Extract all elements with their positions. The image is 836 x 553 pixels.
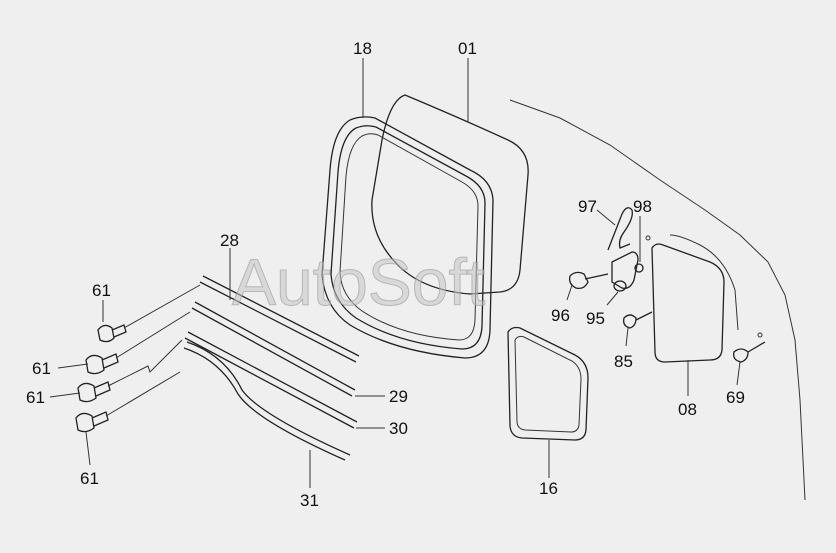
- latch-bolt-98: [634, 263, 644, 273]
- leader-61d: [85, 431, 91, 466]
- rod-30: [184, 331, 358, 429]
- rod-29: [191, 301, 356, 397]
- leader-61d-31: [105, 371, 181, 417]
- plug-85: [622, 311, 653, 329]
- watermark: AutoSoft: [232, 245, 485, 319]
- label-30: 30: [389, 419, 408, 438]
- leader-61c: [49, 392, 81, 398]
- rod-31: [183, 341, 351, 461]
- label-08: 08: [678, 400, 697, 419]
- dot-69-hole: [757, 332, 763, 338]
- window-seal-18-innermost: [339, 133, 479, 341]
- leader-61b: [57, 363, 89, 369]
- label-97: 97: [578, 197, 597, 216]
- label-29: 29: [389, 387, 408, 406]
- dot-98-hole: [645, 235, 651, 241]
- leader-61b-29: [115, 311, 191, 359]
- leader-85: [625, 327, 629, 347]
- label-01: 01: [458, 39, 477, 58]
- small-window-seal-16: [507, 326, 589, 441]
- side-glass-08: [651, 243, 725, 363]
- leader-61a-28: [123, 284, 201, 329]
- label-31: 31: [300, 491, 319, 510]
- label-61-a: 61: [92, 281, 111, 300]
- latch-knob-95: [613, 280, 627, 292]
- window-glass-01: [371, 94, 529, 295]
- label-95: 95: [586, 309, 605, 328]
- label-16: 16: [539, 479, 558, 498]
- label-85: 85: [614, 352, 633, 371]
- label-18: 18: [353, 39, 372, 58]
- leader-97: [596, 209, 616, 226]
- leader-95: [606, 291, 619, 306]
- window-seal-18-inner: [330, 125, 486, 350]
- screw-61-b: [85, 353, 119, 375]
- label-98: 98: [633, 197, 652, 216]
- label-28: 28: [220, 231, 239, 250]
- cab-outline: [509, 99, 806, 501]
- window-seal-18-outer: [321, 116, 494, 359]
- latch-spring-97: [607, 207, 633, 251]
- leader-61c-30: [107, 339, 183, 387]
- leader-69: [736, 361, 741, 386]
- screw-61-a: [97, 324, 127, 343]
- label-69: 69: [726, 388, 745, 407]
- screw-61-c: [77, 381, 111, 403]
- label-61-b: 61: [32, 359, 51, 378]
- screw-96: [568, 271, 609, 290]
- leader-96: [566, 284, 573, 301]
- label-61-c: 61: [26, 388, 45, 407]
- small-window-seal-16-inner: [514, 335, 582, 433]
- latch-plate-95: [611, 251, 639, 289]
- screw-61-d: [75, 411, 109, 433]
- rod-28: [199, 275, 360, 363]
- side-glass-08-frame: [669, 234, 739, 331]
- plug-69: [733, 341, 766, 363]
- label-96: 96: [551, 306, 570, 325]
- label-61-d: 61: [80, 469, 99, 488]
